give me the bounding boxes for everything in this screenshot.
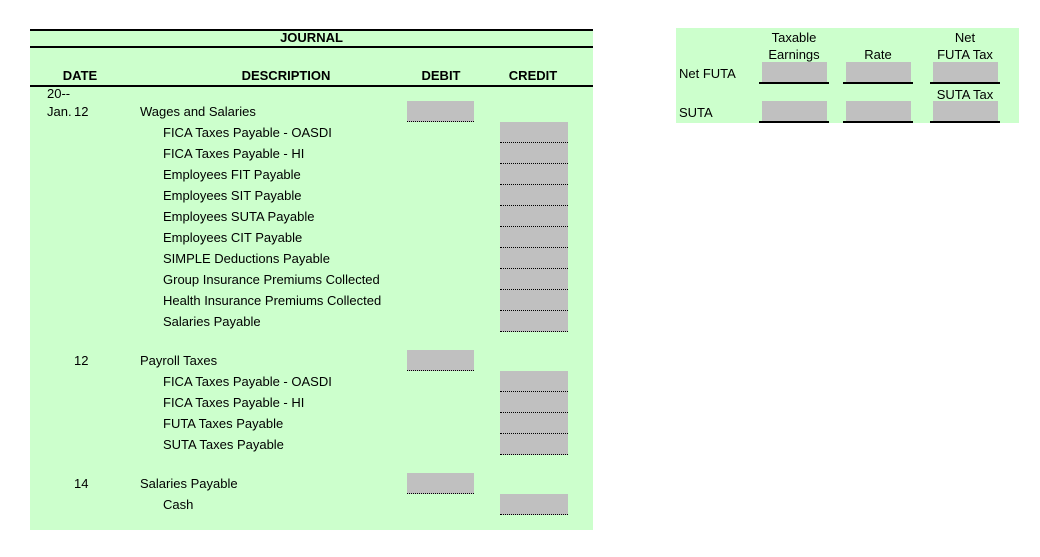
column-header-date: DATE [62, 68, 98, 83]
account-description: FUTA Taxes Payable [163, 416, 284, 431]
journal-table: JOURNAL DATE DESCRIPTION DEBIT CREDIT 20… [30, 29, 593, 530]
account-description: Salaries Payable [140, 476, 238, 491]
credit-amount-input[interactable] [500, 311, 568, 332]
journal-title-underline [30, 46, 593, 48]
account-description: Employees FIT Payable [163, 167, 301, 182]
credit-amount-input[interactable] [500, 122, 568, 143]
journal-header-underline [30, 85, 593, 87]
credit-amount-input[interactable] [500, 392, 568, 413]
date-day: 12 [74, 353, 89, 368]
journal-row: SUTA Taxes Payable [30, 434, 593, 455]
account-description: Payroll Taxes [140, 353, 218, 368]
suta-tax-header: SUTA Tax [936, 87, 994, 102]
journal-row: Employees SUTA Payable [30, 206, 593, 227]
account-description: FICA Taxes Payable - HI [163, 395, 305, 410]
credit-amount-input[interactable] [500, 290, 568, 311]
journal-row: FICA Taxes Payable - OASDI [30, 371, 593, 392]
account-description: Employees SUTA Payable [163, 209, 315, 224]
credit-amount-input[interactable] [500, 185, 568, 206]
account-description: SIMPLE Deductions Payable [163, 251, 330, 266]
journal-row: Employees CIT Payable [30, 227, 593, 248]
account-description: Employees SIT Payable [163, 188, 302, 203]
suta-tax-cell [930, 101, 1000, 123]
journal-title: JOURNAL [280, 30, 343, 45]
suta-rate-input[interactable] [846, 101, 911, 121]
rate-header: Rate [864, 47, 892, 62]
credit-amount-input[interactable] [500, 248, 568, 269]
credit-amount-input[interactable] [500, 494, 568, 515]
journal-row: Group Insurance Premiums Collected [30, 269, 593, 290]
account-description: SUTA Taxes Payable [163, 437, 284, 452]
account-description: Wages and Salaries [140, 104, 256, 119]
journal-year: 20-- [47, 86, 71, 101]
net-futa-tax-header-line2: FUTA Tax [937, 47, 993, 62]
debit-amount-input[interactable] [407, 101, 474, 122]
suta-rate-cell [843, 101, 913, 123]
date-day: 14 [74, 476, 89, 491]
net-futa-tax-header-line1: Net [954, 30, 976, 45]
account-description: Health Insurance Premiums Collected [163, 293, 382, 308]
account-description: FICA Taxes Payable - HI [163, 146, 305, 161]
suta-taxable-earnings-input[interactable] [762, 101, 827, 121]
debit-amount-input[interactable] [407, 473, 474, 494]
journal-top-border [30, 29, 593, 31]
taxable-earnings-header-line2: Earnings [768, 47, 820, 62]
net-futa-taxable-earnings-input[interactable] [762, 62, 827, 82]
journal-row: Salaries Payable [30, 311, 593, 332]
date-day: 12 [74, 104, 89, 119]
column-header-credit: CREDIT [508, 68, 558, 83]
journal-row: FICA Taxes Payable - HI [30, 143, 593, 164]
net-futa-tax-cell [930, 62, 1000, 84]
account-description: FICA Taxes Payable - OASDI [163, 374, 332, 389]
journal-row: 12 Payroll Taxes [30, 350, 593, 371]
net-futa-taxable-earnings-cell [759, 62, 829, 84]
account-description: FICA Taxes Payable - OASDI [163, 125, 332, 140]
journal-row: Cash [30, 494, 593, 515]
journal-row: Health Insurance Premiums Collected [30, 290, 593, 311]
net-futa-row-label: Net FUTA [679, 66, 736, 81]
journal-row: 14 Salaries Payable [30, 473, 593, 494]
journal-row: Employees SIT Payable [30, 185, 593, 206]
column-header-debit: DEBIT [421, 68, 461, 83]
journal-row: FUTA Taxes Payable [30, 413, 593, 434]
credit-amount-input[interactable] [500, 227, 568, 248]
journal-row: FICA Taxes Payable - HI [30, 392, 593, 413]
account-description: Cash [163, 497, 194, 512]
credit-amount-input[interactable] [500, 206, 568, 227]
net-futa-rate-input[interactable] [846, 62, 911, 82]
date-month: Jan. [47, 104, 72, 119]
account-description: Employees CIT Payable [163, 230, 303, 245]
column-header-description: DESCRIPTION [241, 68, 331, 83]
journal-row: Jan. 12 Wages and Salaries [30, 101, 593, 122]
journal-row: Employees FIT Payable [30, 164, 593, 185]
credit-amount-input[interactable] [500, 269, 568, 290]
net-futa-rate-cell [843, 62, 913, 84]
futa-suta-worksheet: Taxable Earnings Rate Net FUTA Tax Net F… [676, 28, 1019, 123]
net-futa-tax-input[interactable] [933, 62, 998, 82]
journal-row: FICA Taxes Payable - OASDI [30, 122, 593, 143]
credit-amount-input[interactable] [500, 434, 568, 455]
suta-row-label: SUTA [679, 105, 713, 120]
credit-amount-input[interactable] [500, 371, 568, 392]
credit-amount-input[interactable] [500, 413, 568, 434]
suta-taxable-earnings-cell [759, 101, 829, 123]
debit-amount-input[interactable] [407, 350, 474, 371]
journal-row: SIMPLE Deductions Payable [30, 248, 593, 269]
credit-amount-input[interactable] [500, 143, 568, 164]
credit-amount-input[interactable] [500, 164, 568, 185]
taxable-earnings-header-line1: Taxable [771, 30, 817, 45]
account-description: Group Insurance Premiums Collected [163, 272, 380, 287]
suta-tax-input[interactable] [933, 101, 998, 121]
account-description: Salaries Payable [163, 314, 261, 329]
